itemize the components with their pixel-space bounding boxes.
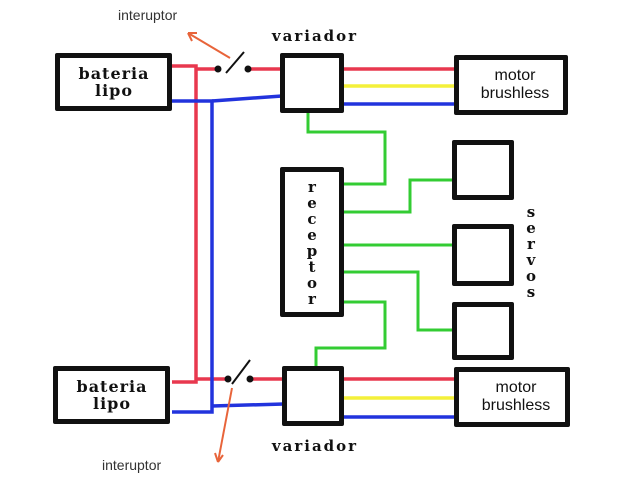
battery-bottom-label: bateria lipo	[76, 377, 148, 413]
servos-label-letter: s	[526, 283, 536, 301]
receiver	[280, 167, 344, 317]
battery-top	[55, 53, 172, 111]
servo-wires	[306, 110, 455, 372]
switch-top-caption: interuptor	[118, 7, 178, 23]
receiver-label-letter: o	[306, 274, 317, 292]
esc-top	[280, 53, 344, 113]
switch-bottom	[224, 359, 254, 385]
motor-bottom	[454, 367, 570, 427]
servos-label-letter: o	[525, 267, 536, 285]
servo-3	[452, 302, 514, 360]
battery-top-label: bateria lipo	[78, 64, 150, 100]
signal-wires	[342, 84, 456, 400]
receiver-label-letter: r	[308, 178, 316, 196]
servos-label-letter: s	[526, 203, 536, 221]
battery-bottom	[53, 366, 170, 424]
receiver-label-letter: e	[307, 226, 317, 244]
esc-top-label: variador	[271, 27, 359, 45]
switch-top	[214, 51, 252, 74]
receiver-label-letter: r	[308, 290, 316, 308]
servos-label-letter: r	[527, 235, 535, 253]
motor-bottom-label: motor brushless	[481, 379, 551, 414]
servo-2	[452, 224, 514, 286]
negative-wires	[170, 94, 456, 419]
receiver-label-letter: t	[308, 258, 316, 276]
motor-top-label: motor brushless	[480, 67, 550, 102]
receiver-label-letter: e	[307, 194, 317, 212]
servo-1	[452, 140, 514, 200]
positive-wires	[170, 64, 456, 384]
receiver-label-letter: p	[306, 242, 318, 260]
servos-label-letter: e	[526, 219, 536, 237]
switch-bottom-caption: interuptor	[102, 457, 162, 473]
esc-bottom	[282, 366, 344, 426]
switch-arrows	[187, 32, 233, 463]
esc-bottom-label: variador	[271, 437, 359, 455]
servos-label-letter: v	[526, 251, 536, 269]
receiver-label-letter: c	[307, 210, 317, 228]
motor-top	[454, 55, 568, 115]
